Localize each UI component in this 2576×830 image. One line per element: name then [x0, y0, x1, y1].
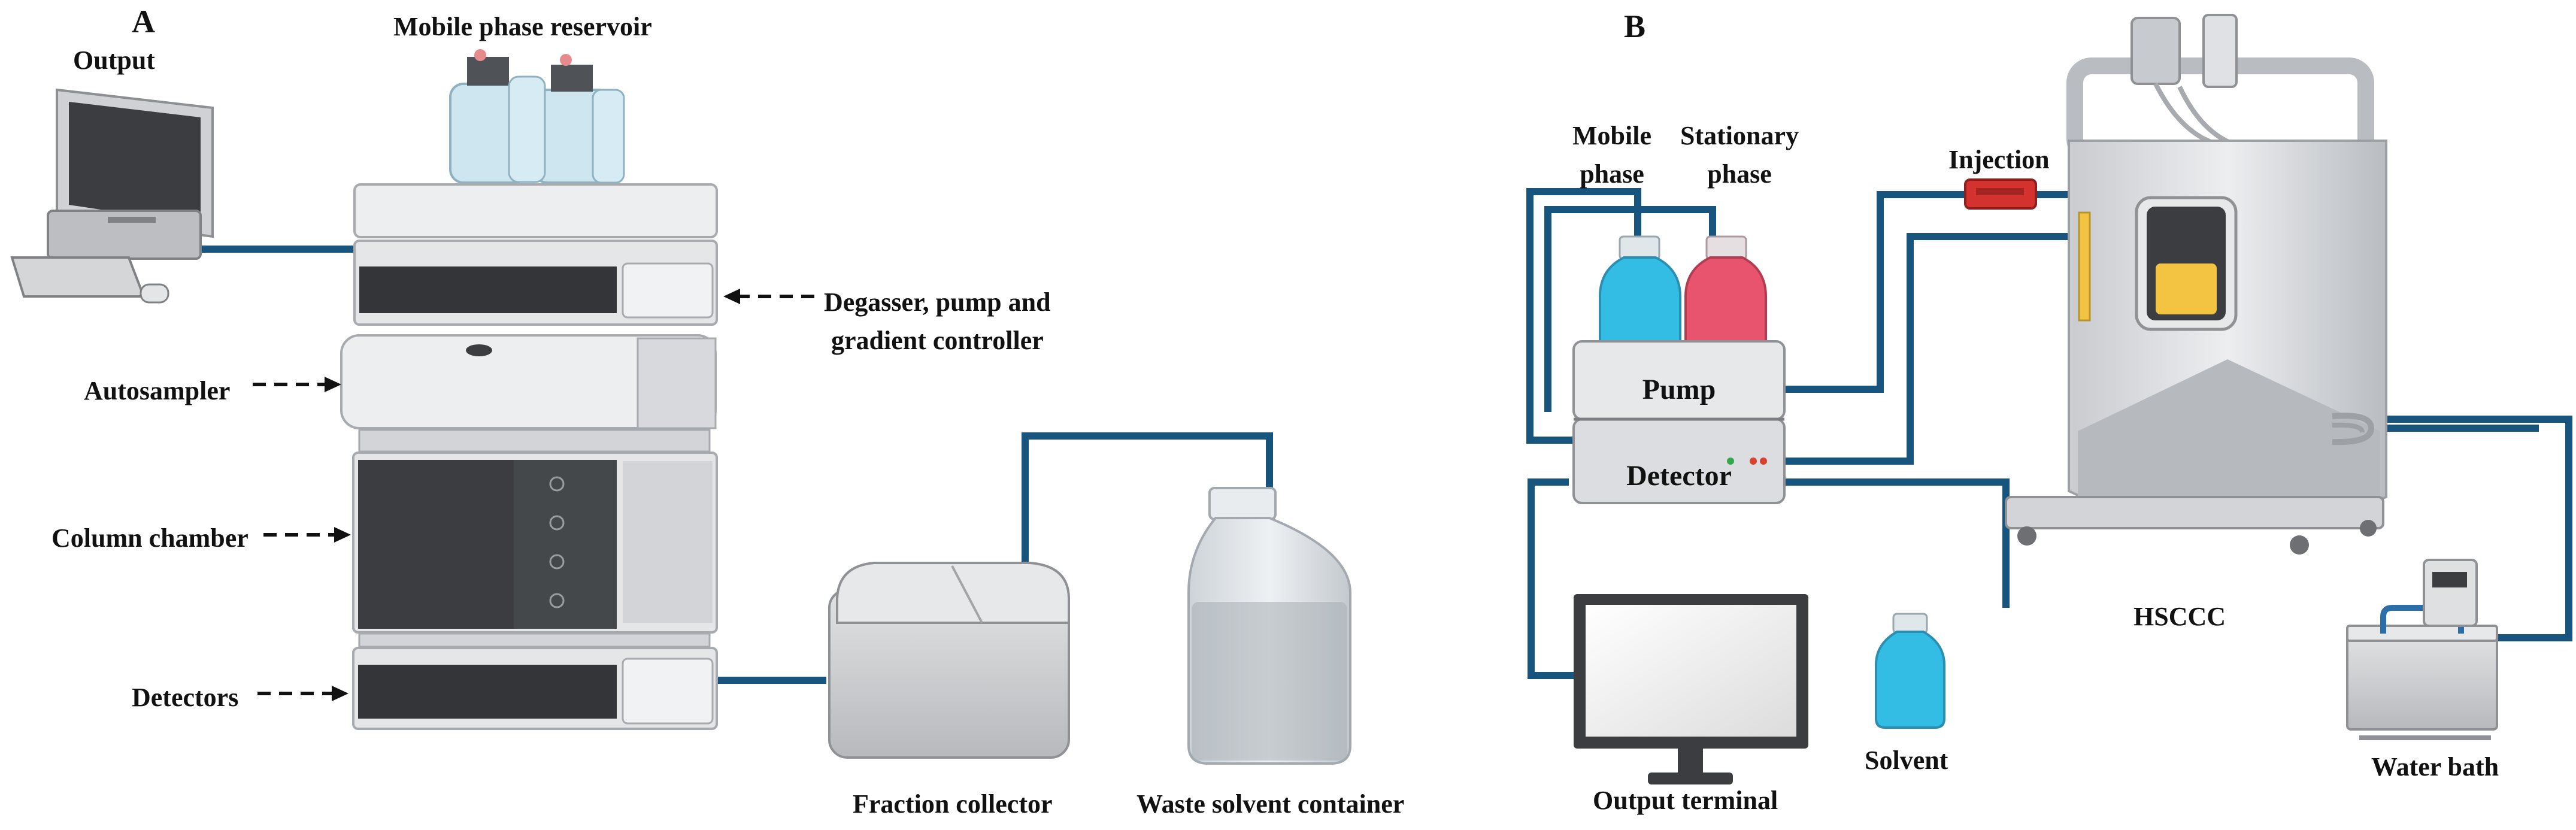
waste-container-icon [1187, 487, 1351, 765]
arrow-autosampler [253, 377, 341, 392]
detector-label: Detector [1626, 460, 1732, 492]
solvent-bottles-icon [449, 49, 625, 184]
pump-detector-unit-icon [1572, 340, 1786, 504]
water-bath-icon [2346, 559, 2498, 740]
output-label: Output [73, 46, 155, 75]
stationary-phase-bottle-icon [1684, 235, 1767, 355]
fraction-collector-label: Fraction collector [853, 789, 1053, 819]
degasser-label-line1: Degasser, pump and [824, 287, 1051, 317]
autosampler-label: Autosampler [84, 376, 231, 405]
stationary-phase-label-line2: phase [1707, 159, 1772, 189]
solvent-bottle-icon [1875, 613, 1945, 729]
waste-container-label: Waste solvent container [1137, 789, 1405, 819]
pump-label: Pump [1642, 374, 1716, 405]
arrow-detectors [257, 686, 348, 701]
stationary-phase-label-line1: Stationary [1680, 121, 1799, 150]
mobile-phase-label-line1: Mobile [1572, 121, 1651, 150]
solvent-label: Solvent [1865, 746, 1948, 775]
computer-icon [10, 88, 214, 304]
arrow-degasser [723, 289, 814, 304]
degasser-label-line2: gradient controller [831, 326, 1044, 355]
detectors-label: Detectors [132, 683, 239, 712]
hplc-stack-icon [340, 183, 718, 730]
fraction-collector-icon [828, 562, 1070, 759]
tubing-panel-b [1526, 188, 2572, 679]
injection-valve-icon [1964, 178, 2037, 210]
panel-b-label: B [1624, 8, 1646, 44]
mobile-phase-label-line2: phase [1580, 159, 1644, 189]
arrow-column-chamber [263, 527, 351, 543]
water-bath-label: Water bath [2371, 752, 2499, 781]
output-terminal-label: Output terminal [1593, 786, 1778, 815]
mobile-phase-bottle-icon [1599, 235, 1681, 355]
reservoir-label: Mobile phase reservoir [393, 12, 652, 41]
panel-a-label: A [132, 4, 155, 40]
column-chamber-label: Column chamber [51, 523, 248, 553]
hsccc-label: HSCCC [2133, 602, 2226, 631]
output-monitor-icon [1574, 594, 1808, 784]
hsccc-instrument-icon [2005, 14, 2387, 555]
injection-label: Injection [1948, 145, 2050, 174]
